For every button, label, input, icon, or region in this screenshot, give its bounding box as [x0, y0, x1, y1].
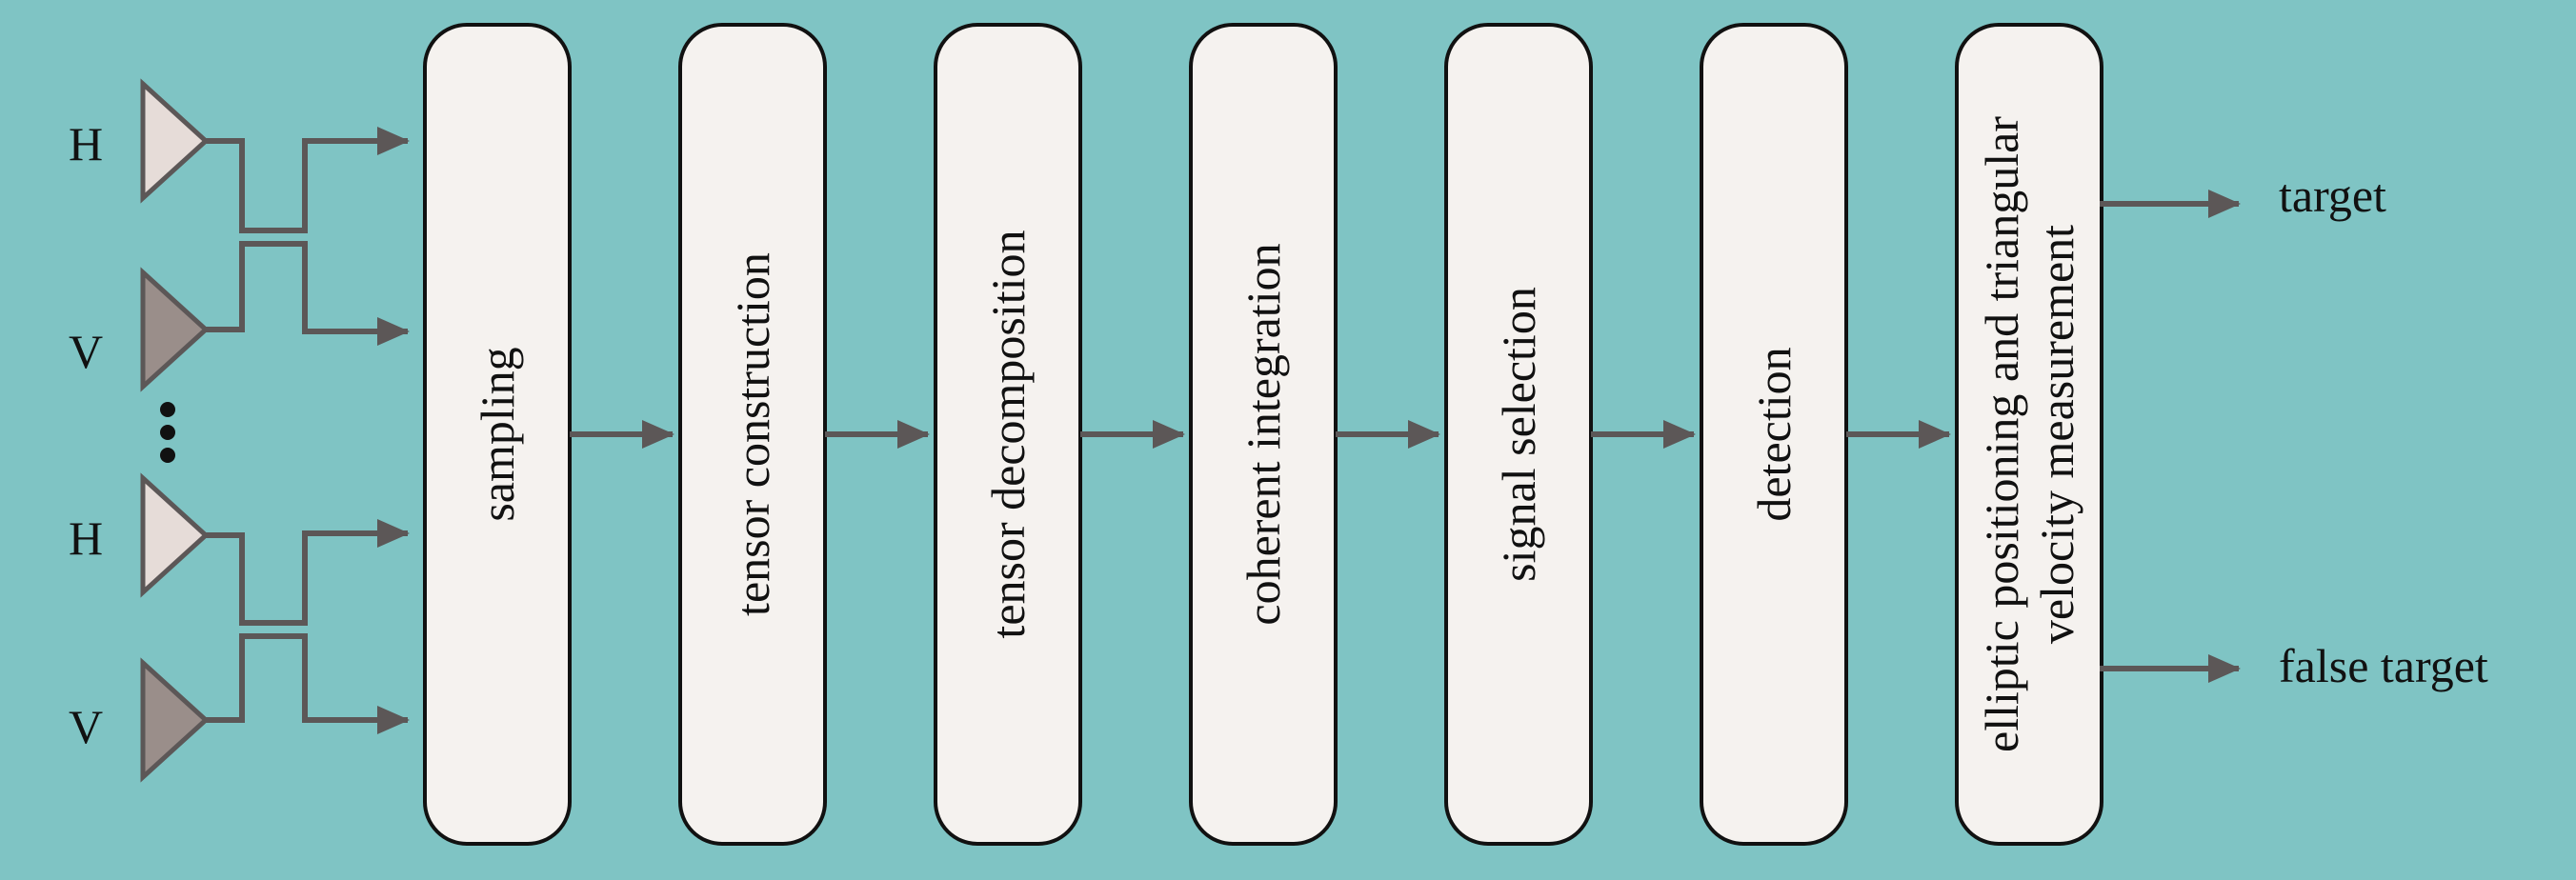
antenna-label-h-bottom: H	[69, 511, 103, 565]
ellipsis-vertical-dots-icon	[160, 402, 175, 463]
antenna-v-top-icon	[140, 267, 210, 392]
output-label-target: target	[2279, 169, 2386, 222]
antenna-h-bottom-icon	[140, 472, 210, 598]
wire-v-bottom	[206, 633, 410, 734]
wire-h-top	[206, 127, 410, 233]
antenna-v-bottom-icon	[140, 657, 210, 783]
stage-label-5-line-0: detection	[1747, 347, 1801, 521]
outputs: target false target	[2100, 169, 2488, 692]
stage-box-0: sampling	[423, 23, 572, 846]
wire-v-top	[206, 241, 410, 346]
antenna-h-top-icon	[140, 78, 210, 204]
antenna-label-h-top: H	[69, 117, 103, 170]
stage-box-2: tensor decomposition	[934, 23, 1082, 846]
stage-label-4-line-0: signal selection	[1492, 287, 1545, 582]
processing-stages: sampling tensor construction tensor decomp…	[423, 23, 2103, 846]
stage-label-2-line-0: tensor decomposition	[981, 230, 1035, 638]
stage-label-6-line-0: elliptic positioning and triangular	[1975, 116, 2028, 752]
antenna-label-v-bottom: V	[69, 700, 103, 753]
wire-h-bottom	[206, 519, 410, 626]
stage-label-1-line-0: tensor construction	[726, 252, 779, 616]
antenna-pair-top: H V	[69, 78, 410, 392]
antenna-label-v-top: V	[69, 325, 103, 378]
stage-box-1: tensor construction	[678, 23, 827, 846]
stage-box-5: detection	[1700, 23, 1848, 846]
stage-label-6-line-1: velocity measurement	[2030, 225, 2083, 644]
antenna-pair-bottom: H V	[69, 472, 410, 783]
stage-label-0-line-0: sampling	[471, 347, 524, 521]
stage-label-3-line-0: coherent integration	[1237, 243, 1290, 625]
stage-box-3: coherent integration	[1189, 23, 1338, 846]
stage-box-rect-6	[1955, 23, 2103, 846]
output-label-false-target: false target	[2279, 639, 2488, 692]
stage-box-4: signal selection	[1444, 23, 1593, 846]
